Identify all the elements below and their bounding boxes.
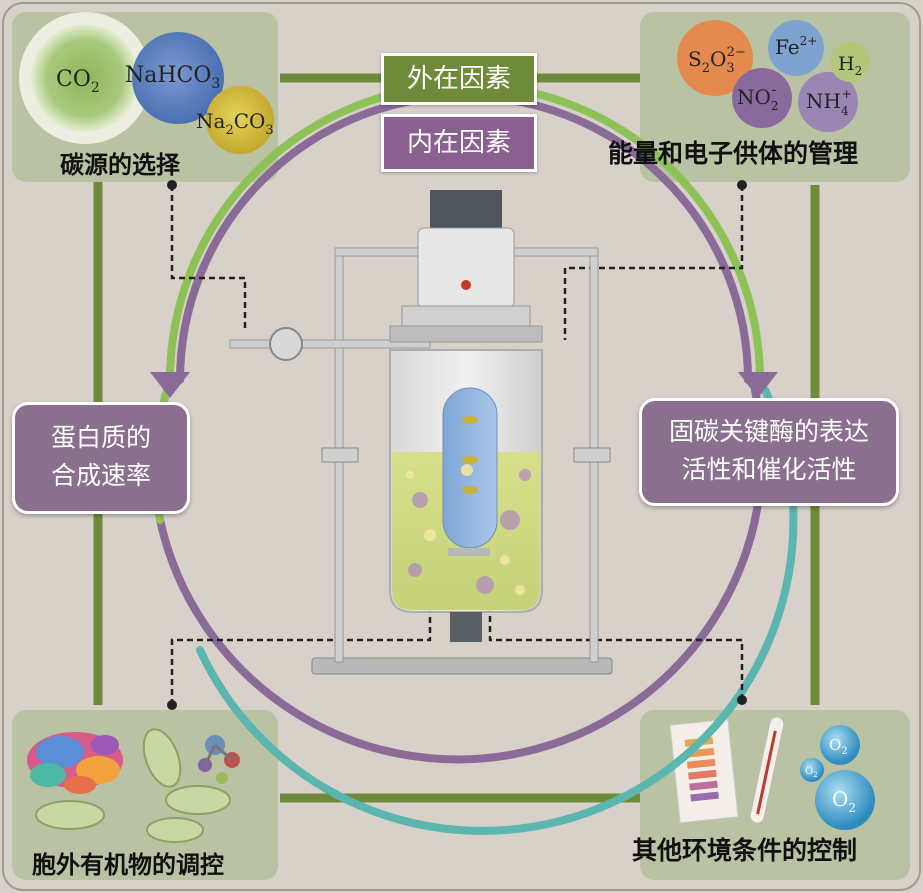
no2-sub: 2 <box>771 99 779 113</box>
o2-sub-medium: 2 <box>841 746 847 757</box>
h2-sub: 2 <box>855 64 863 78</box>
fe-bubble <box>768 20 824 76</box>
svg-text:O2: O2 <box>832 787 856 815</box>
enzyme-activity-line2: 活性和催化活性 <box>681 455 857 484</box>
external-factors-text: 外在因素 <box>406 64 511 94</box>
ph-test-paper <box>669 718 739 824</box>
o2-bubble-large <box>815 770 875 830</box>
microbe-cells-bottom-left <box>35 728 231 843</box>
connector-dots <box>167 180 747 710</box>
nahco3-bubble <box>132 32 224 124</box>
internal-factors-text: 内在因素 <box>406 128 511 158</box>
protein-synthesis-line1: 蛋白质的 <box>50 423 151 452</box>
svg-text:NO2-: NO2- <box>737 82 779 113</box>
o2-bubble-small <box>800 758 824 782</box>
protein-cluster-illustration <box>27 732 123 794</box>
thermometer <box>749 716 785 824</box>
svg-text:CO2: CO2 <box>56 67 100 96</box>
svg-text:Fe2+: Fe2+ <box>775 34 817 59</box>
o2-bubble-medium <box>820 725 860 765</box>
na2co3-sub1: 2 <box>225 123 233 138</box>
svg-text:NH4+: NH4 + <box>806 87 852 118</box>
na2co3-sub2: 3 <box>265 123 273 138</box>
nahco3-sub: 3 <box>211 76 220 92</box>
co2-sub: 2 <box>91 80 100 96</box>
no2-bubble <box>732 68 792 128</box>
arrow-head-left <box>150 372 190 398</box>
o2-text-medium: O <box>829 736 841 754</box>
na2co3-text-b: CO <box>234 109 266 133</box>
enzyme-activity-line1: 固碳关键酶的表达 <box>668 417 869 446</box>
svg-text:NaHCO3: NaHCO3 <box>125 63 220 92</box>
s2o3-sub2: 3 <box>726 61 734 76</box>
fe-text: Fe <box>775 35 800 59</box>
carbon-source-label: 碳源的选择 <box>60 151 180 179</box>
o2-text-small: O <box>805 766 813 777</box>
svg-text:S2O32−: S2O32− <box>688 45 746 76</box>
molecule-model <box>198 735 240 784</box>
h2-text: H <box>838 53 855 75</box>
s2o3-sub1: 2 <box>702 61 710 76</box>
nh4-sub: 4 <box>841 104 849 118</box>
h2-bubble <box>830 42 870 82</box>
extracellular-organics-label: 胞外有机物的调控 <box>32 851 224 879</box>
o2-sub-small: 2 <box>813 771 817 779</box>
bioreactor-illustration <box>229 190 613 675</box>
o2-sub-large: 2 <box>848 801 856 815</box>
protein-synthesis-line2: 合成速率 <box>50 461 151 490</box>
co2-text: CO <box>56 67 91 92</box>
s2o3-sup: 2− <box>727 45 746 60</box>
arrow-head-right <box>738 372 778 398</box>
s2o3-s: S <box>688 47 702 71</box>
na2co3-text-a: Na <box>196 109 226 133</box>
svg-text:H2: H2 <box>838 53 862 78</box>
no2-text: NO <box>737 85 771 109</box>
external-factors-label: 外在因素 <box>381 53 537 105</box>
environment-control-label: 其他环境条件的控制 <box>632 836 858 865</box>
dashed-connectors <box>170 185 744 705</box>
o2-text-large: O <box>832 787 848 811</box>
svg-text:O2: O2 <box>805 766 818 779</box>
fe-sup: 2+ <box>800 34 818 48</box>
nh4-text: NH <box>806 89 841 113</box>
nh4-sup: + <box>842 87 852 101</box>
energy-donor-label: 能量和电子供体的管理 <box>608 139 859 168</box>
svg-text:O2: O2 <box>829 736 848 757</box>
no2-sup: - <box>772 82 777 98</box>
nahco3-text: NaHCO <box>125 63 211 88</box>
enzyme-activity-box: 固碳关键酶的表达 活性和催化活性 <box>639 398 899 506</box>
na2co3-bubble <box>206 86 274 154</box>
protein-synthesis-box: 蛋白质的 合成速率 <box>12 402 190 514</box>
co2-bubble <box>31 24 139 132</box>
svg-text:Na2CO3: Na2CO3 <box>196 109 274 138</box>
nh4-bubble <box>798 72 858 132</box>
s2o3-bubble <box>677 20 753 96</box>
internal-factors-label: 内在因素 <box>381 114 537 172</box>
s2o3-o: O <box>710 47 726 71</box>
